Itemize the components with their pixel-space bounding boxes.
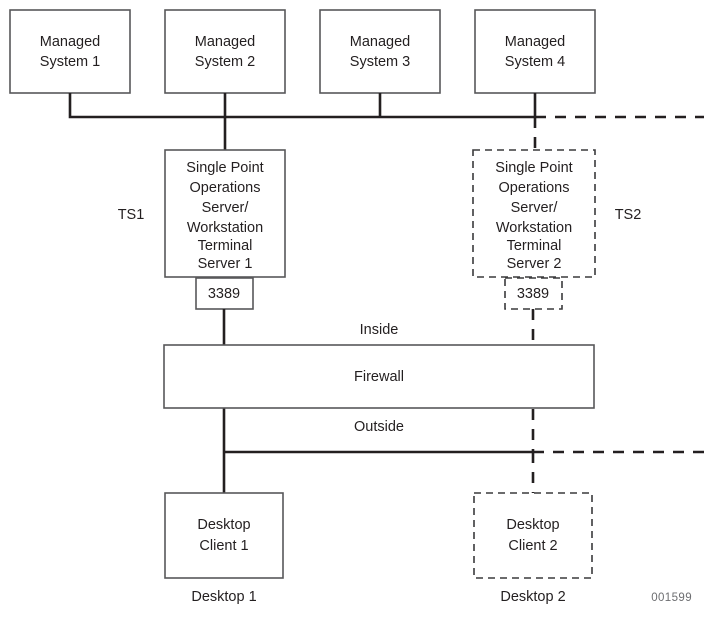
spo-server-2-port: 3389 [504,277,563,310]
desktop-1-caption: Desktop 1 [191,589,256,605]
managed-system-3: Managed System 3 [319,9,441,94]
ts2-group-label: TS2 [615,207,642,223]
desktop-client-2-line1: Desktop [506,517,559,533]
spo-server-1-port-box [195,277,254,310]
managed-system-2-box [164,9,286,94]
spo-server-1-line-2: Operations [190,180,261,196]
firewall-box [163,344,595,409]
spo-server-2-line-3: Server/ [511,200,559,216]
spo-server-2-line-5: Terminal [507,238,562,254]
managed-system-2-label-line1: Managed [195,34,255,50]
managed-system-3-box [319,9,441,94]
spo-server-2-port-box [504,277,563,310]
desktop-client-1-line2: Client 1 [199,538,248,554]
managed-system-3-label-line2: System 3 [350,54,410,70]
desktop-client-2-box [473,492,593,579]
figure-id-label: 001599 [651,592,692,604]
outside-label: Outside [354,419,404,435]
spo-server-1-port-label: 3389 [208,286,240,302]
spo-server-2-line-1: Single Point [495,160,572,176]
spo-server-1-line-3: Server/ [202,200,250,216]
spo-server-2-box [472,149,596,278]
spo-server-1-box [164,149,286,278]
desktop-client-1-line1: Desktop [197,517,250,533]
spo-server-2: Single Point Operations Server/ Workstat… [472,149,596,278]
spo-server-1-line-1: Single Point [186,160,263,176]
spo-server-2-port-label: 3389 [517,286,549,302]
spo-server-1-line-4: Workstation [187,220,263,236]
firewall-label: Firewall [354,369,404,385]
managed-system-1-label-line2: System 1 [40,54,100,70]
managed-system-2-label-line2: System 2 [195,54,255,70]
spo-server-1-port: 3389 [195,277,254,310]
desktop-client-2-line2: Client 2 [508,538,557,554]
spo-server-2-line-2: Operations [499,180,570,196]
managed-system-4-label-line2: System 4 [505,54,565,70]
desktop-client-1-box [164,492,284,579]
spo-server-2-line-4: Workstation [496,220,572,236]
ts1-group-label: TS1 [118,207,145,223]
managed-system-4-label-line1: Managed [505,34,565,50]
firewall: Firewall [163,344,595,409]
desktop-2-caption: Desktop 2 [500,589,565,605]
managed-system-4-box [474,9,596,94]
managed-system-4: Managed System 4 [474,9,596,94]
desktop-client-2: Desktop Client 2 [473,492,593,579]
desktop-client-1: Desktop Client 1 [164,492,284,579]
managed-system-2: Managed System 2 [164,9,286,94]
spo-server-1-line-5: Terminal [198,238,253,254]
spo-server-1-line-6: Server 1 [198,256,253,272]
managed-system-1-bus-connector [68,93,535,119]
managed-system-1-box [9,9,131,94]
spo-server-2-line-6: Server 2 [507,256,562,272]
inside-label: Inside [360,322,399,338]
managed-system-1-label-line1: Managed [40,34,100,50]
managed-system-1: Managed System 1 [9,9,131,94]
spo-server-1: Single Point Operations Server/ Workstat… [164,149,286,278]
managed-system-3-label-line1: Managed [350,34,410,50]
